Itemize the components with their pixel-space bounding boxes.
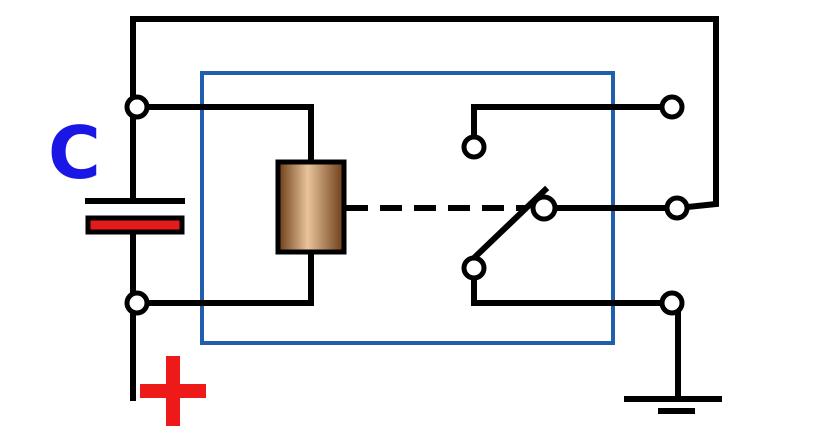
terminal-right-bottom bbox=[659, 290, 685, 316]
nc-contact-wire bbox=[471, 104, 675, 150]
capacitor-bottom-plate bbox=[85, 215, 185, 235]
feedback-wire bbox=[130, 16, 719, 212]
contact-nc bbox=[461, 134, 487, 160]
terminal-left-top bbox=[124, 94, 150, 120]
terminal-left-bottom bbox=[124, 290, 150, 316]
contact-no bbox=[461, 255, 487, 281]
coil-top-wire bbox=[134, 104, 314, 165]
capacitor-label: C bbox=[48, 111, 101, 195]
no-contact-wire bbox=[471, 267, 675, 306]
relay-coil bbox=[275, 159, 347, 255]
coil-bottom-wire bbox=[134, 249, 314, 306]
contact-common bbox=[530, 194, 558, 222]
terminal-right-top bbox=[659, 94, 685, 120]
terminal-right-middle bbox=[664, 195, 690, 221]
plus-sign bbox=[140, 356, 206, 426]
